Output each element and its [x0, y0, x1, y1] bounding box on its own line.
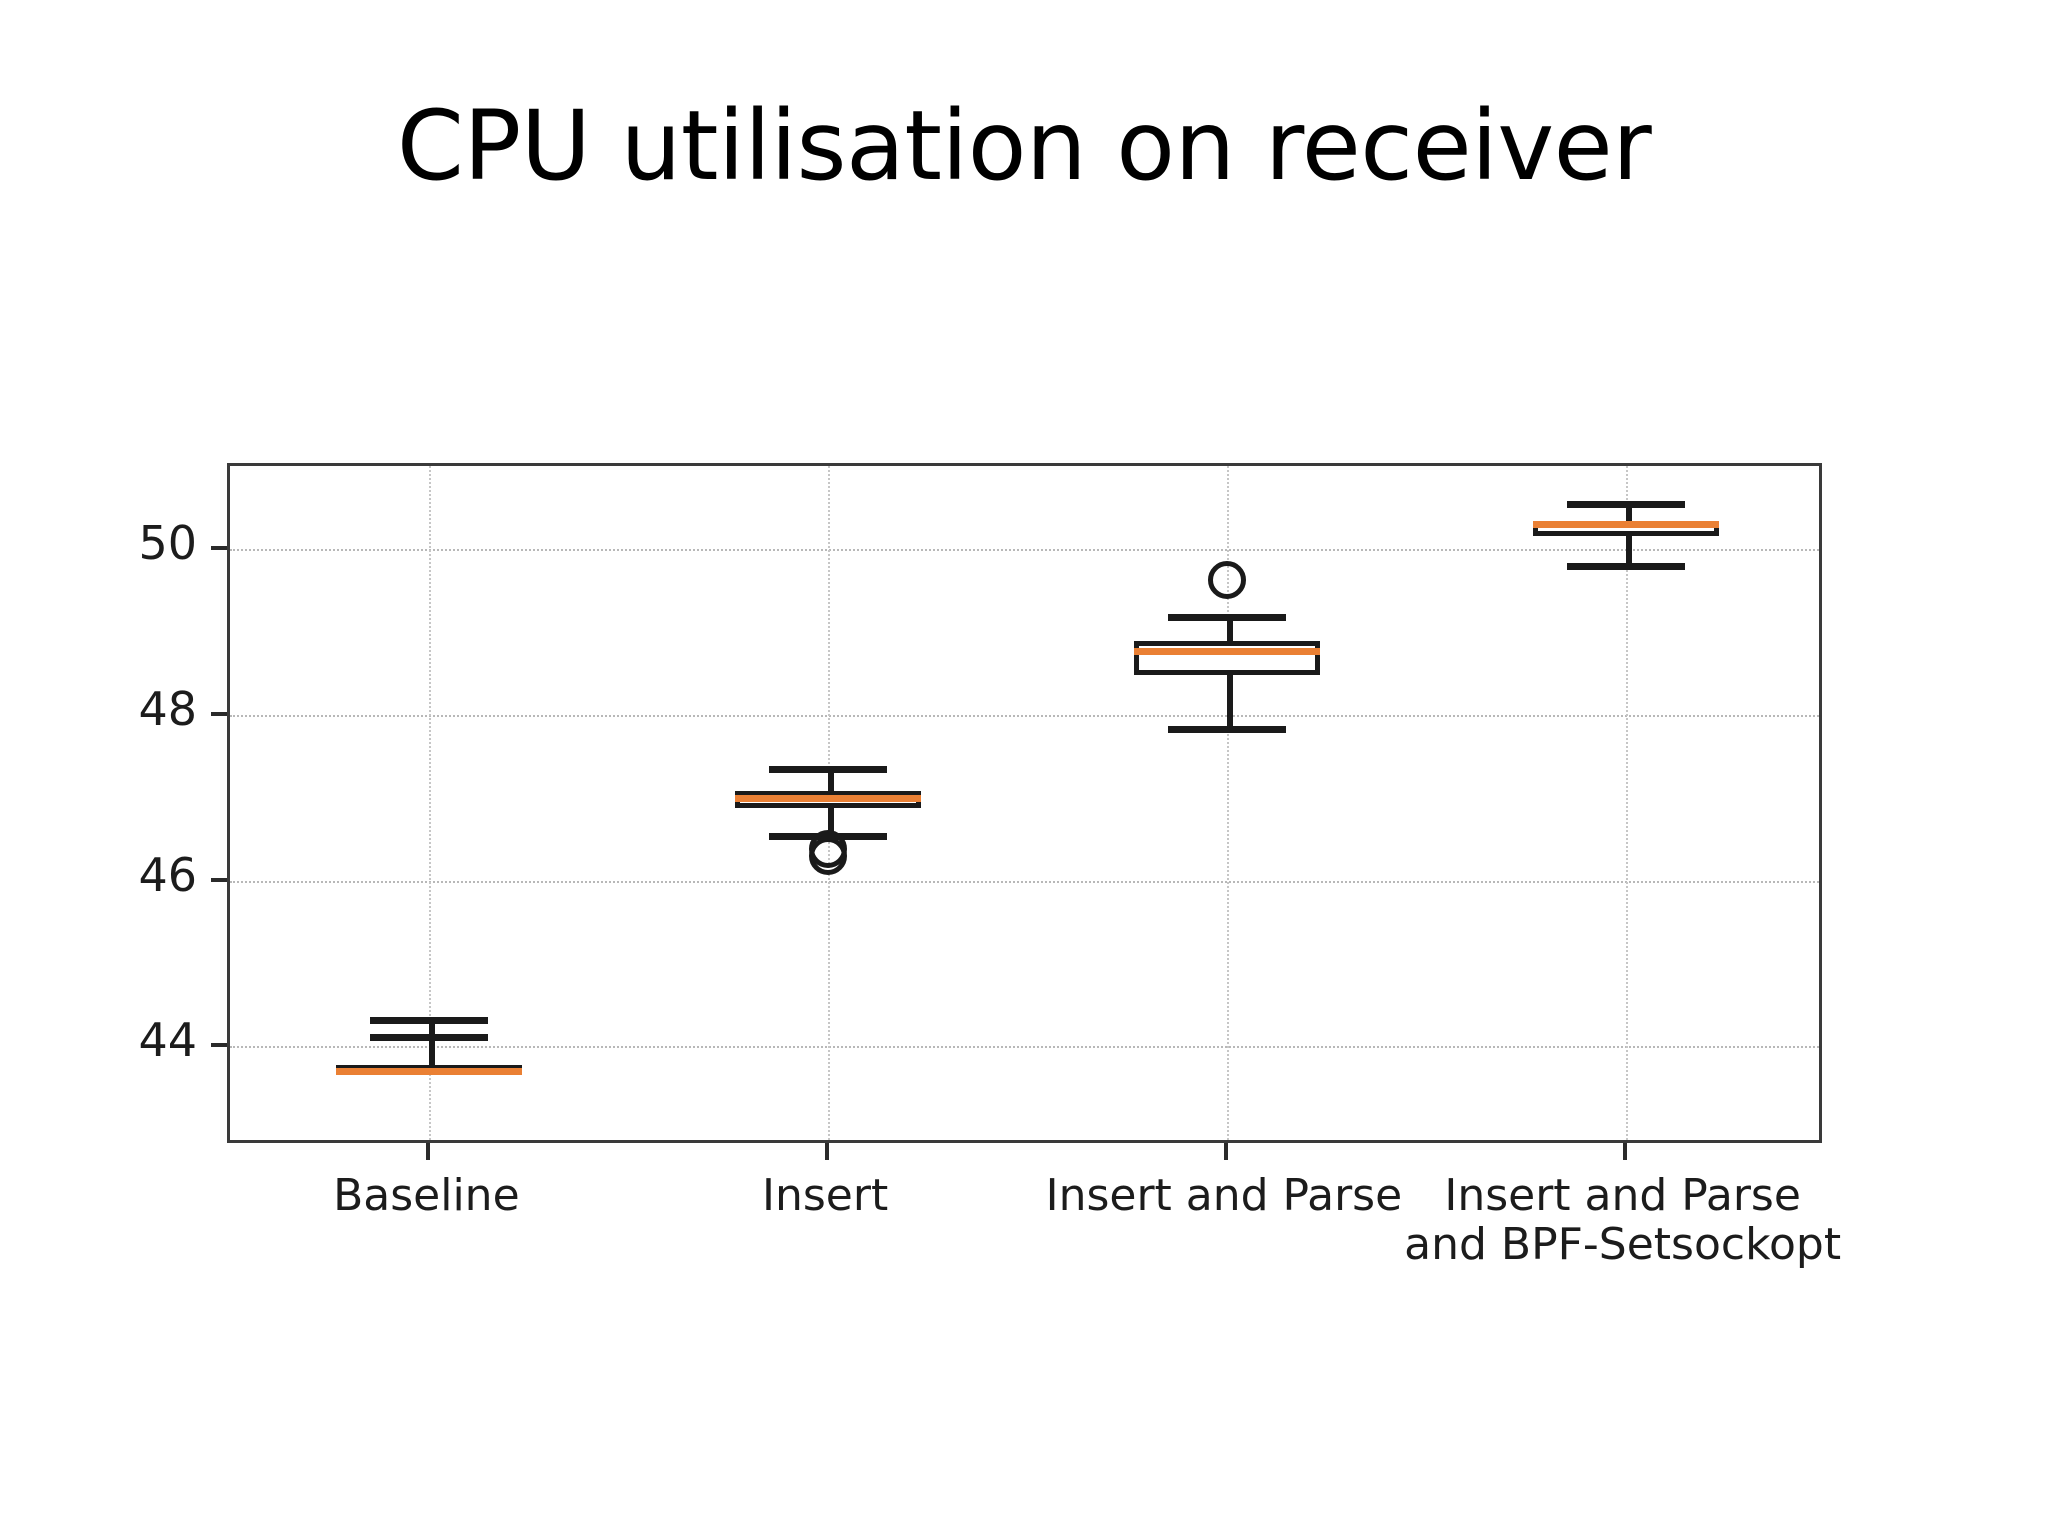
x-tick-mark: [426, 1143, 431, 1160]
gridline-vertical: [1625, 466, 1628, 1140]
cap-lower: [370, 1034, 489, 1042]
whisker-lower: [1625, 535, 1632, 564]
whisker-upper: [1625, 500, 1632, 521]
x-tick-mark: [825, 1143, 830, 1160]
cap-upper: [1167, 613, 1286, 621]
boxplot-box: [230, 466, 1819, 1140]
gridline-horizontal: [230, 1046, 1819, 1049]
median-line: [735, 794, 922, 802]
whisker-lower: [828, 807, 835, 833]
x-tick-label: Insert and Parse: [1045, 1170, 1403, 1221]
x-tick-mark: [1223, 1143, 1228, 1160]
plot-area: [227, 463, 1822, 1143]
page-title: CPU utilisation on receiver: [396, 90, 1652, 202]
y-tick-label: 48: [138, 681, 197, 736]
gridline-horizontal: [230, 548, 1819, 551]
y-tick-label: 46: [138, 847, 197, 902]
cap-lower: [1167, 725, 1286, 733]
box-iqr: [1133, 640, 1320, 675]
median-line: [1133, 647, 1320, 655]
y-tick-label: 50: [138, 515, 197, 570]
boxplot-box: [230, 466, 1819, 1140]
cap-upper: [370, 1017, 489, 1025]
whisker-upper: [429, 1017, 436, 1065]
y-tick-mark: [211, 877, 227, 882]
x-tick-label: Insert: [762, 1170, 889, 1221]
y-tick-mark: [211, 545, 227, 550]
outlier-marker: [1207, 561, 1246, 600]
median-line: [1532, 521, 1719, 529]
plot-inner: [230, 466, 1819, 1140]
cap-upper: [769, 766, 888, 774]
x-tick-mark: [1622, 1143, 1627, 1160]
gridline-vertical: [429, 466, 432, 1140]
gridline-horizontal: [230, 714, 1819, 717]
whisker-upper: [828, 766, 835, 792]
outlier-marker: [809, 836, 848, 875]
boxplot-box: [230, 466, 1819, 1140]
gridline-horizontal: [230, 880, 1819, 883]
boxplot-box: [230, 466, 1819, 1140]
whisker-upper: [1226, 613, 1233, 641]
median-line: [336, 1068, 523, 1076]
cap-upper: [1566, 500, 1685, 508]
y-tick-mark: [211, 1043, 227, 1048]
gridline-vertical: [1226, 466, 1229, 1140]
x-tick-label: Baseline: [333, 1170, 520, 1221]
y-tick-mark: [211, 711, 227, 716]
cap-lower: [1566, 563, 1685, 571]
y-tick-label: 44: [138, 1013, 197, 1068]
x-tick-label: Insert and Parse and BPF-Setsockopt: [1404, 1170, 1842, 1271]
whisker-lower: [1226, 674, 1233, 726]
